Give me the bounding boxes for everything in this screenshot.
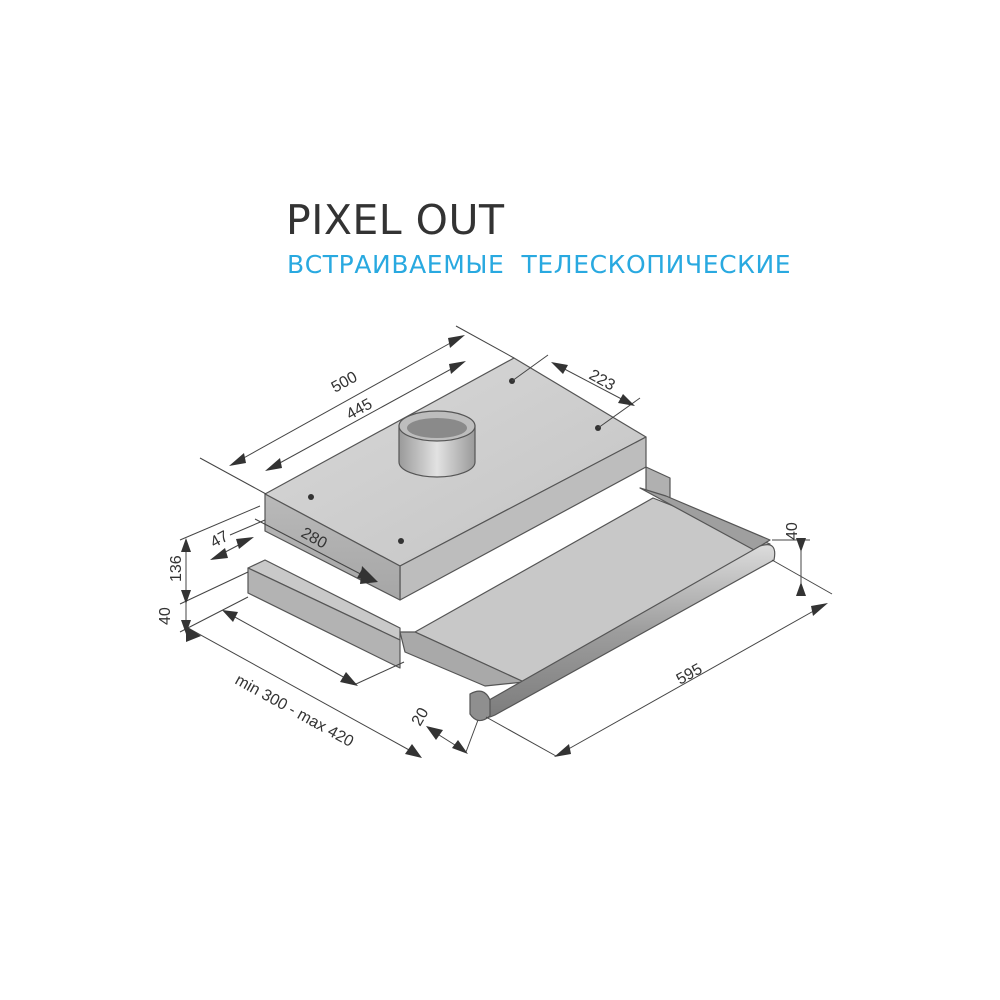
arrowhead	[181, 590, 191, 604]
dim-40-right-label: 40	[784, 522, 801, 540]
dim-136-ext	[179, 505, 261, 541]
arrowhead	[186, 626, 201, 642]
arrowhead	[618, 394, 635, 406]
arrowhead	[811, 603, 828, 616]
telescopic-tray-inner	[639, 487, 771, 551]
dim-500-line	[230, 335, 464, 466]
hood-base-side	[247, 567, 401, 669]
dim-595-label: 595	[674, 661, 706, 689]
product-subtitle: ВСТРАИВАЕМЫЕ ТЕЛЕСКОПИЧЕСКИЕ	[287, 250, 792, 279]
dim-595-line	[555, 603, 827, 757]
arrowhead	[796, 582, 806, 596]
dim-extension-line	[187, 627, 421, 757]
dim-20-ext	[465, 719, 479, 753]
dim-extension-line	[223, 610, 357, 685]
hood-body	[247, 357, 771, 687]
dim-223-ext	[511, 354, 549, 382]
exhaust-collar	[398, 410, 476, 478]
arrowhead	[452, 740, 468, 754]
dim-280-line	[254, 518, 373, 581]
arrowhead	[426, 726, 443, 740]
dimension-lines	[179, 325, 833, 757]
arrowhead	[554, 744, 571, 757]
arrowhead	[265, 458, 282, 471]
front-visor	[469, 544, 776, 722]
arrowhead	[236, 537, 254, 549]
telescopic-tray-edge	[399, 631, 525, 687]
dim-136-label: 136	[168, 555, 185, 582]
arrowhead	[222, 610, 238, 622]
mounting-hole	[398, 538, 404, 544]
dimension-arrows	[181, 335, 828, 758]
dim-40-left-ext	[179, 596, 249, 633]
dim-40-left-ext	[179, 571, 249, 605]
arrowhead	[449, 361, 466, 374]
arrowhead	[340, 672, 358, 686]
arrowhead	[229, 453, 246, 466]
dim-223-ext	[597, 397, 641, 429]
arrowhead	[405, 744, 422, 758]
dim-20-label: 20	[409, 705, 433, 729]
arrowhead	[448, 335, 465, 348]
dim-extension-label: min 300 - max 420	[232, 672, 356, 751]
arrowhead	[181, 538, 191, 552]
product-title: PIXEL OUT	[286, 196, 505, 244]
front-visor-cap	[469, 690, 491, 722]
dim-445-line	[266, 361, 465, 471]
arrowhead	[551, 362, 568, 374]
dim-223-line	[552, 362, 634, 406]
dim-500-label: 500	[329, 369, 361, 397]
dim-40-left-label: 40	[157, 607, 174, 625]
arrowhead	[796, 538, 806, 552]
dim-47-label: 47	[208, 528, 232, 552]
arrowhead	[360, 566, 378, 584]
dim-500-ext	[199, 457, 267, 495]
dim-223-label: 223	[586, 367, 618, 395]
dim-47-ext	[229, 519, 266, 536]
dim-extension-ext	[355, 661, 405, 685]
exhaust-collar-opening	[407, 418, 467, 438]
mounting-hole	[308, 494, 314, 500]
dim-500-ext	[455, 325, 515, 359]
dim-595-ext	[485, 716, 557, 757]
dim-595-ext	[771, 559, 833, 595]
arrowhead	[210, 548, 228, 560]
